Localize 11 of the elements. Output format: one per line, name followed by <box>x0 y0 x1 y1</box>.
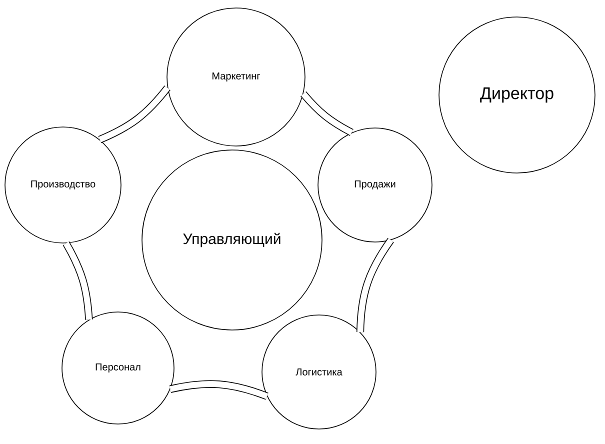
ring-connector <box>98 85 170 144</box>
ring-connector <box>62 241 93 320</box>
circle-node: Директор <box>438 16 596 174</box>
circle-node: Персонал <box>62 312 174 424</box>
circle-node: Производство <box>4 126 122 244</box>
circle-node: Продажи <box>318 128 432 242</box>
ring-connector <box>356 238 394 332</box>
circle-node: Логистика <box>262 314 376 430</box>
ring-connector <box>170 380 268 400</box>
ring-connector <box>300 91 354 136</box>
circle-node: Маркетинг <box>166 8 306 146</box>
